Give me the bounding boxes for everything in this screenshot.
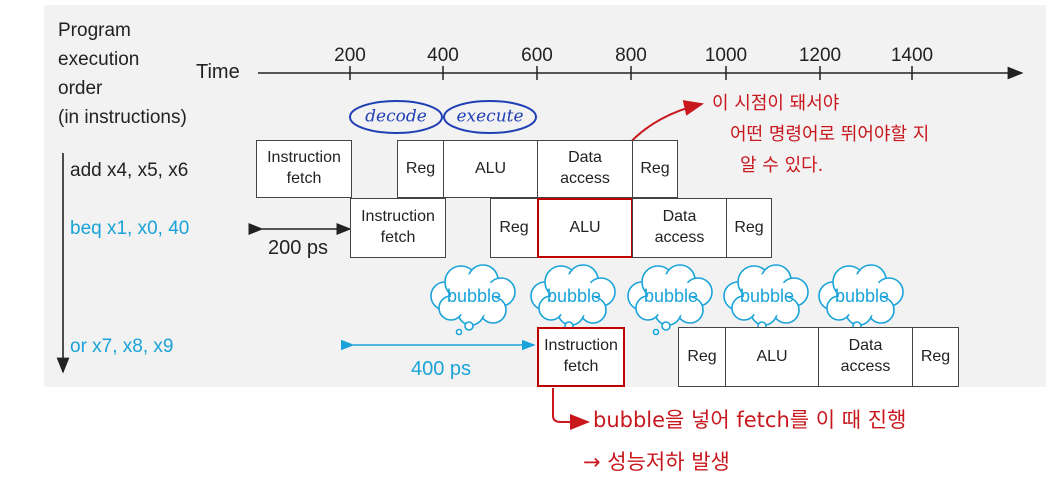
order-label-line4: (in instructions) [58,107,187,128]
add-stage-reg-read: Reg [397,140,444,198]
beq-stage-alu-highlighted: ALU [537,198,633,258]
or-stage-instruction-fetch-highlighted: Instruction fetch [537,327,625,387]
bubble-label: bubble [546,286,602,306]
tick-label: 200 [334,45,366,66]
beq-stage-data-access: Data access [632,198,727,258]
beq-stage-reg-write: Reg [726,198,772,258]
or-stage-data-access: Data access [818,327,913,387]
instruction-add: add x4, x5, x6 [70,160,189,181]
beq-stage-instruction-fetch: Instruction fetch [350,198,446,258]
or-stage-reg-write: Reg [912,327,959,387]
add-stage-alu: ALU [443,140,538,198]
tick-label: 800 [615,45,647,66]
note-top-line3: 알 수 있다. [740,155,824,176]
note-bottom-line2: → 성능저하 발생 [583,450,730,474]
note-bottom-arrow [552,388,590,430]
instruction-or: or x7, x8, x9 [70,336,174,357]
bubble-label: bubble [834,286,890,306]
span-400ps-label: 400 ps [411,358,472,380]
span-200ps-label: 200 ps [268,237,329,259]
order-label-line3: order [58,78,103,99]
add-stage-instruction-fetch: Instruction fetch [256,140,352,198]
note-top-line1: 이 시점이 돼서야 [712,93,840,114]
tick-label: 1000 [704,45,748,66]
bubble-label: bubble [446,286,502,306]
execute-ellipse [443,100,537,134]
tick-label: 600 [521,45,553,66]
tick-label: 1400 [890,45,934,66]
add-stage-reg-write: Reg [632,140,678,198]
time-axis-label: Time [196,61,240,83]
or-stage-alu: ALU [725,327,819,387]
or-stage-reg-read: Reg [678,327,726,387]
bubble-label: bubble [739,286,795,306]
note-bottom-line1: bubble을 넣어 fetch를 이 때 진행 [593,408,907,432]
execute-annotation: execute [456,106,524,127]
order-label-line1: Program [58,20,131,41]
beq-stage-reg-read: Reg [490,198,538,258]
decode-ellipse [349,100,443,134]
instruction-beq: beq x1, x0, 40 [70,218,190,239]
tick-label: 1200 [798,45,842,66]
note-top-line2: 어떤 명령어로 뛰어야할 지 [730,124,930,145]
tick-label: 400 [427,45,459,66]
order-label-line2: execution [58,49,140,70]
add-stage-data-access: Data access [537,140,633,198]
bubble-label: bubble [643,286,699,306]
decode-annotation: decode [365,106,427,127]
